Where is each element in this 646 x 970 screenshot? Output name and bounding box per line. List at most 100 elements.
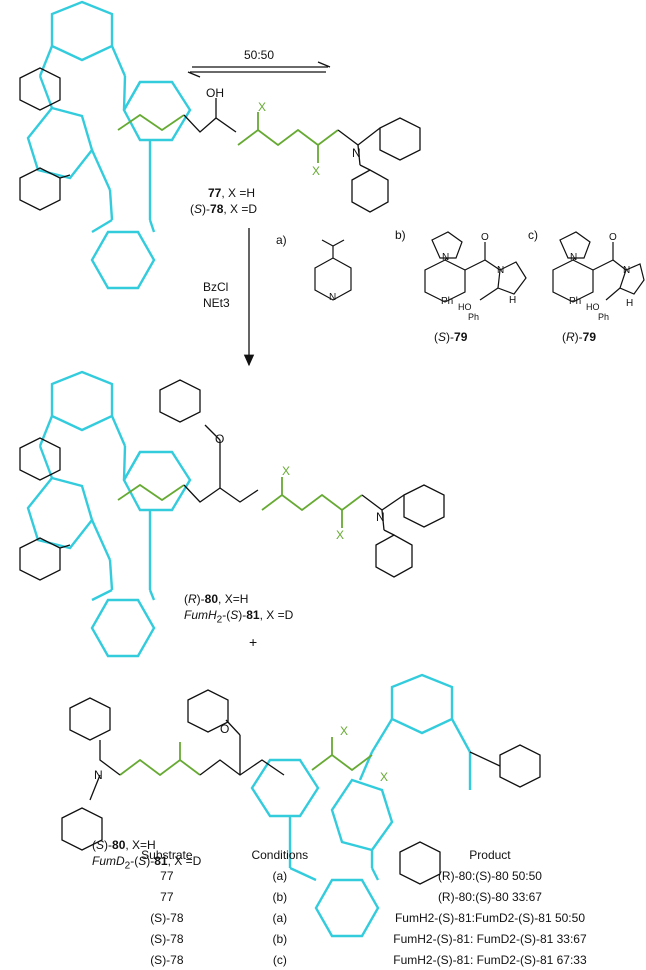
rotaxane-80R [19,370,445,658]
cell-conditions: (b) [272,931,288,946]
configuration: S [194,202,203,216]
atom-label-n: N [570,252,578,263]
results-table: Substrate Conditions Product 77 (a) (R)-… [108,844,646,970]
cell-product: FumH2-(S)-81:FumD2-(S)-81 50:50 [394,910,585,925]
compound-suffix: , X =D [167,854,202,868]
isotopologue-prefix: FumD [92,854,125,868]
cell-product: FumH2-(S)-81: FumD2-(S)-81 33:67 [393,931,587,946]
compound-suffix: , X =H [221,186,256,200]
catalyst-c-tag: c) [528,228,538,242]
reagent-net3: NEt3 [203,296,230,310]
cell-conditions: (a) [272,868,288,883]
compound-suffix: , X =D [259,608,294,622]
header-conditions: Conditions [251,847,309,862]
compound-number: 81 [246,608,260,622]
cell-substrate: 77 [160,889,174,904]
header-substrate: Substrate [141,847,193,862]
paren-close: )- [202,202,211,216]
separator: -( [130,854,139,868]
macrocycle-ring [26,0,192,290]
compound-label-78: (S)-78, X =D [190,202,257,216]
compound-label-80S: (S)-80, X=H [92,838,156,852]
header-product: Product [469,847,511,862]
fumaramide-thread [117,477,363,528]
atom-label-h: H [626,298,634,309]
configuration: S [438,330,447,344]
compound-label-77: 77, X =H [208,186,255,200]
cell-substrate: (S)-78 [150,931,184,946]
paren-open: ( [434,330,438,344]
atom-label-x: X [312,164,321,178]
compound-label-80R: (R)-80, X=H [184,592,248,606]
configuration: S [96,838,105,852]
cell-product: (R)-80:(S)-80 50:50 [437,868,542,883]
paren-open: ( [184,592,188,606]
compound-label-81-fumd2: FumD2-(S)-81, X =D [92,854,201,871]
fumaramide-thread [117,112,339,163]
compound-number: 78 [210,202,224,216]
atom-label-o: O [481,232,489,243]
catalyst-a-structure [314,239,352,301]
catalyst-a-tag: a) [276,233,287,247]
cell-product: (R)-80:(S)-80 33:67 [437,889,542,904]
cell-conditions: (b) [272,889,288,904]
compound-number: 80 [204,592,219,606]
catalyst-a-atom: N [329,292,337,303]
table-header-row: Substrate Conditions Product [108,844,646,865]
compound-label-81-fumh2: FumH2-(S)-81, X =D [184,608,293,625]
compound-suffix: , X=H [125,838,156,852]
atom-label-ph: Ph [468,312,480,322]
axle [19,67,421,213]
compound-number: 80 [112,838,126,852]
cell-conditions: (a) [272,910,288,925]
subscript: 2 [216,614,223,626]
fumaramide-thread [119,737,373,777]
paren-close: )- [196,592,205,606]
atom-label-o: O [215,432,225,446]
table-row: 77 (a) (R)-80:(S)-80 50:50 [108,865,646,886]
cell-substrate: (S)-78 [150,952,184,967]
atom-label-o: O [220,722,230,736]
paren-close: )- [446,330,455,344]
paren-close: )- [104,838,113,852]
atom-label-x: X [380,770,389,784]
cell-product: FumH2-(S)-81: FumD2-(S)-81 67:33 [393,952,587,967]
table-row: (S)-78 (a) FumH2-(S)-81:FumD2-(S)-81 50:… [108,907,646,928]
configuration: R [566,330,575,344]
atom-label-ph: Ph [441,296,454,307]
compound-suffix: , X=H [218,592,249,606]
macrocycle-ring [26,370,192,658]
atom-label-ph: Ph [569,296,582,307]
paren-close: )- [574,330,583,344]
paren-open: ( [92,838,96,852]
cell-substrate: (S)-78 [150,910,184,925]
atom-label-x: X [258,100,267,114]
axle [19,379,445,581]
configuration: S [138,854,147,868]
catalyst-b-tag: b) [395,228,406,242]
catalyst-b-label: (S)-79 [434,330,467,344]
compound-number: 81 [154,854,168,868]
subscript: 2 [124,860,131,872]
atom-label-n: N [352,146,361,160]
catalyst-c-structure [552,231,645,303]
rotaxane-77 [19,0,421,290]
paren-open: ( [190,202,194,216]
reagent-bzcl: BzCl [203,280,229,294]
isotopologue-prefix: FumH [184,608,217,622]
macrocycle-ring [250,673,472,938]
compound-suffix: , X =D [223,202,258,216]
cell-conditions: (c) [272,952,287,967]
configuration: R [188,592,197,606]
atom-label-o: O [609,232,617,243]
atom-label-x: X [336,528,345,542]
atom-label-n: N [623,265,631,276]
atom-label-h: H [509,295,517,306]
table-row: 77 (b) (R)-80:(S)-80 33:67 [108,886,646,907]
atom-label-ho: HO [458,302,472,312]
paren-close: )- [146,854,155,868]
atom-label-n: N [497,265,505,276]
atom-label-n: N [442,252,450,263]
rotaxane-80S [61,673,541,938]
